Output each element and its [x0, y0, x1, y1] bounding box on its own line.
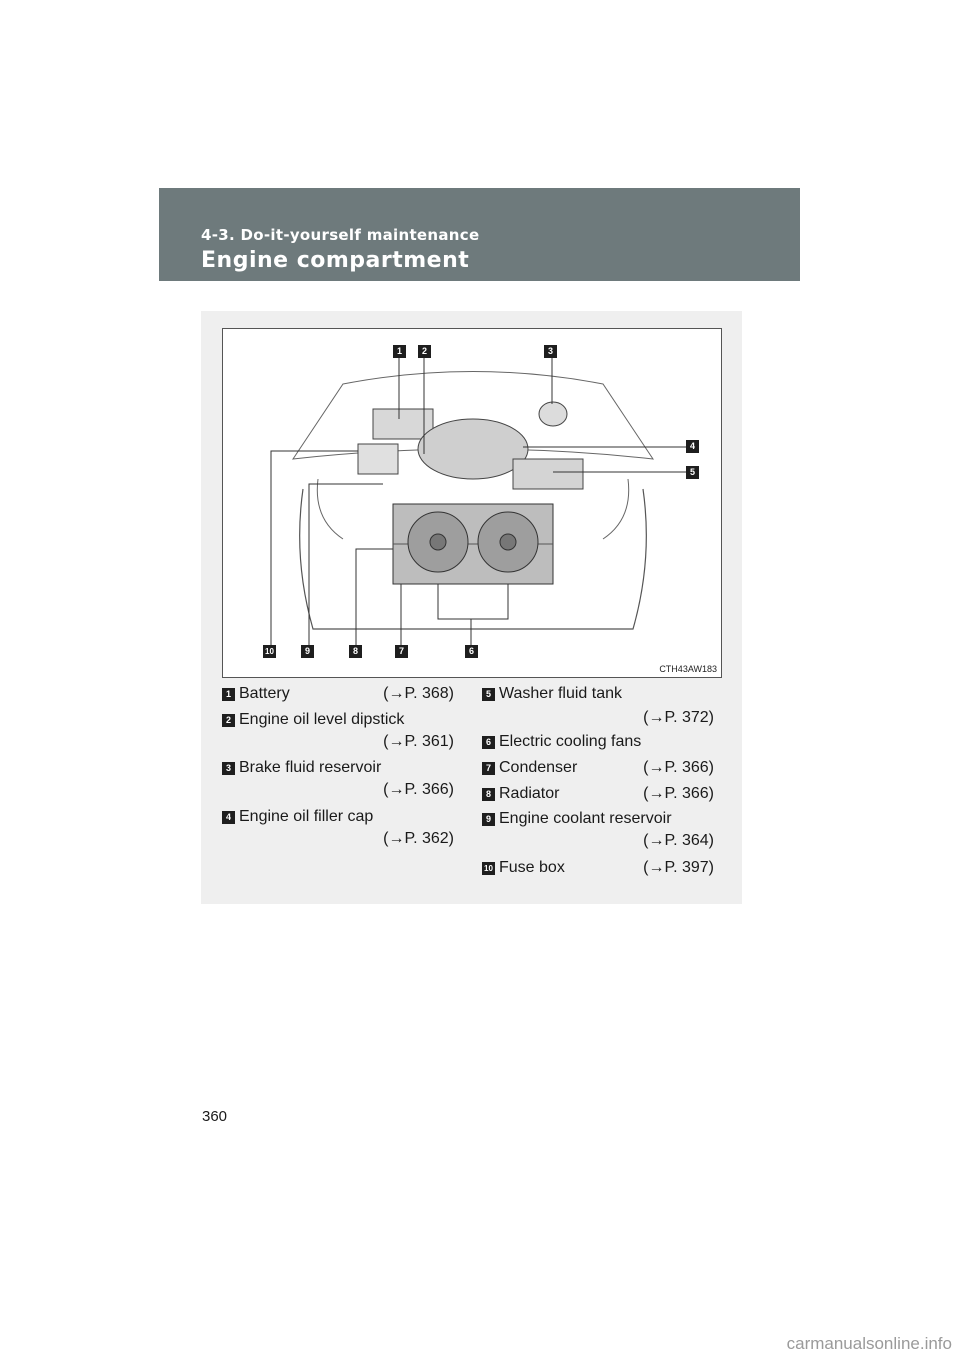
legend-label: Fuse box	[499, 859, 565, 876]
callout-4: 4	[686, 440, 699, 453]
legend-label: Battery	[239, 685, 290, 702]
callout-10: 10	[263, 645, 276, 658]
callout-7: 7	[395, 645, 408, 658]
callout-3: 3	[544, 345, 557, 358]
page-reference: (→P. 372)	[643, 709, 714, 726]
legend-marker: 7	[482, 762, 495, 775]
legend-label: Engine oil level dipstick	[239, 711, 405, 728]
page-reference: (→P. 397)	[643, 859, 714, 876]
page-header: 4-3. Do-it-yourself maintenance Engine c…	[159, 188, 800, 281]
watermark: carmanualsonline.info	[786, 1334, 952, 1353]
legend-marker: 4	[222, 811, 235, 824]
page-reference: (→P. 362)	[383, 830, 454, 847]
legend-label: Brake fluid reservoir	[239, 759, 382, 776]
legend-label: Washer fluid tank	[499, 685, 623, 702]
legend-marker: 2	[222, 714, 235, 727]
figure-code: CTH43AW183	[659, 664, 717, 674]
callout-8: 8	[349, 645, 362, 658]
legend-marker: 8	[482, 788, 495, 801]
callout-9: 9	[301, 645, 314, 658]
legend-marker: 3	[222, 762, 235, 775]
legend-marker: 9	[482, 813, 495, 826]
legend-label: Engine coolant reservoir	[499, 810, 672, 827]
legend-item-oil-dipstick: 2 Engine oil level dipstick (→P. 361)	[222, 708, 454, 756]
engine-illustration	[270, 351, 686, 651]
legend-item-oil-filler-cap: 4 Engine oil filler cap (→P. 362)	[222, 805, 454, 853]
legend-label: Condenser	[499, 759, 578, 776]
page-reference: (→P. 364)	[643, 832, 714, 849]
callout-2: 2	[418, 345, 431, 358]
page-number: 360	[202, 1108, 228, 1125]
legend-marker: 5	[482, 688, 495, 701]
callout-1: 1	[393, 345, 406, 358]
page-reference: (→P. 366)	[383, 781, 454, 798]
page-reference: (→P. 366)	[643, 759, 714, 776]
legend-marker: 6	[482, 736, 495, 749]
legend-item-fuse-box: 10 Fuse box (→P. 397)	[482, 856, 714, 880]
legend-label: Engine oil filler cap	[239, 808, 374, 825]
legend-marker: 10	[482, 862, 495, 875]
content-panel: 1 2 3 4 5 6 7 8 9 10 CTH43AW183 1 Batter…	[201, 311, 742, 904]
page-reference: (→P. 368)	[383, 685, 454, 702]
legend-marker: 1	[222, 688, 235, 701]
legend-item-washer-fluid: 5 Washer fluid tank (→P. 372)	[482, 682, 714, 730]
page-reference: (→P. 366)	[643, 785, 714, 802]
legend-item-radiator: 8 Radiator (→P. 366)	[482, 782, 714, 806]
legend-item-brake-fluid: 3 Brake fluid reservoir (→P. 366)	[222, 756, 454, 804]
callout-5: 5	[686, 466, 699, 479]
legend-label: Electric cooling fans	[499, 733, 642, 750]
legend-item-battery: 1 Battery (→P. 368)	[222, 682, 454, 706]
section-label: 4-3. Do-it-yourself maintenance	[201, 226, 480, 244]
page-reference: (→P. 361)	[383, 733, 454, 750]
legend-label: Radiator	[499, 785, 560, 802]
legend-item-coolant-reservoir: 9 Engine coolant reservoir (→P. 364)	[482, 807, 714, 855]
legend-item-condenser: 7 Condenser (→P. 366)	[482, 756, 714, 780]
engine-compartment-figure: 1 2 3 4 5 6 7 8 9 10 CTH43AW183	[222, 328, 722, 678]
legend-item-cooling-fans: 6 Electric cooling fans	[482, 730, 714, 754]
callout-6: 6	[465, 645, 478, 658]
page-title: Engine compartment	[201, 248, 470, 273]
